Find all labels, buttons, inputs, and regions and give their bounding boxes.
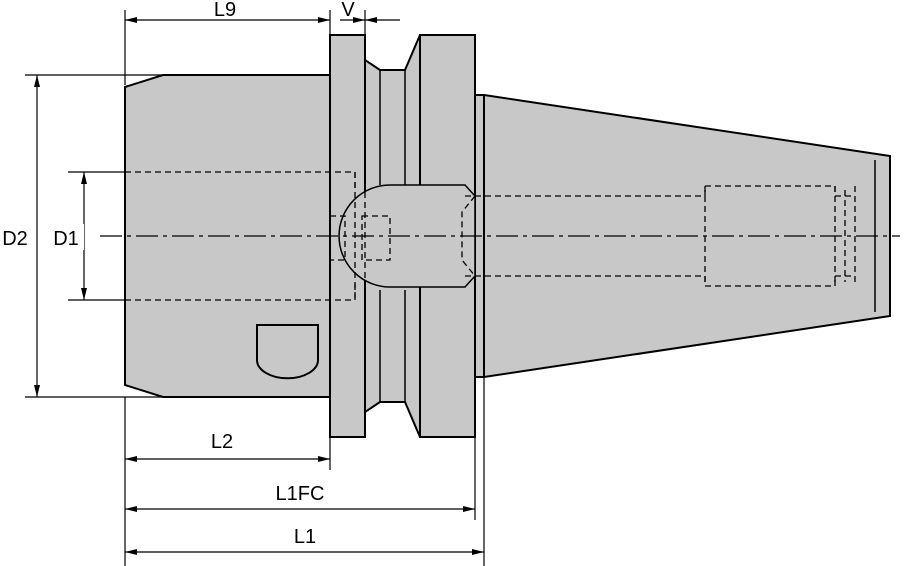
l1-arrow-right <box>472 549 484 555</box>
hidden-channel-bottom <box>465 275 855 287</box>
l2-label: L2 <box>211 431 233 453</box>
l1-arrow-left <box>125 549 137 555</box>
l1fc-arrow-right <box>463 506 475 512</box>
drive-key-slot <box>256 324 319 380</box>
l9-arrow-right <box>318 17 330 23</box>
hidden-screw <box>361 215 391 261</box>
d1-label: D1 <box>53 228 79 250</box>
l1fc-label: L1FC <box>276 483 325 505</box>
d2-arrow-bottom <box>34 385 40 397</box>
l2-arrow-right <box>318 456 330 462</box>
d1-arrow-top <box>81 172 87 184</box>
l2-arrow-left <box>125 456 137 462</box>
d1-arrow-bottom <box>81 288 87 300</box>
l1-label: L1 <box>294 526 316 548</box>
v-arrow-left <box>353 17 365 23</box>
d1-label-bg <box>50 224 84 250</box>
l1fc-arrow-left <box>125 506 137 512</box>
d2-label-bg <box>0 224 36 250</box>
v-arrow-right <box>365 17 377 23</box>
hidden-channel-top <box>465 185 855 197</box>
d2-arrow-top <box>34 75 40 87</box>
v-label: V <box>341 0 355 21</box>
l9-arrow-left <box>125 17 137 23</box>
hidden-bore-bottom <box>125 284 356 301</box>
d2-label: D2 <box>2 228 28 250</box>
l9-label: L9 <box>214 0 236 21</box>
